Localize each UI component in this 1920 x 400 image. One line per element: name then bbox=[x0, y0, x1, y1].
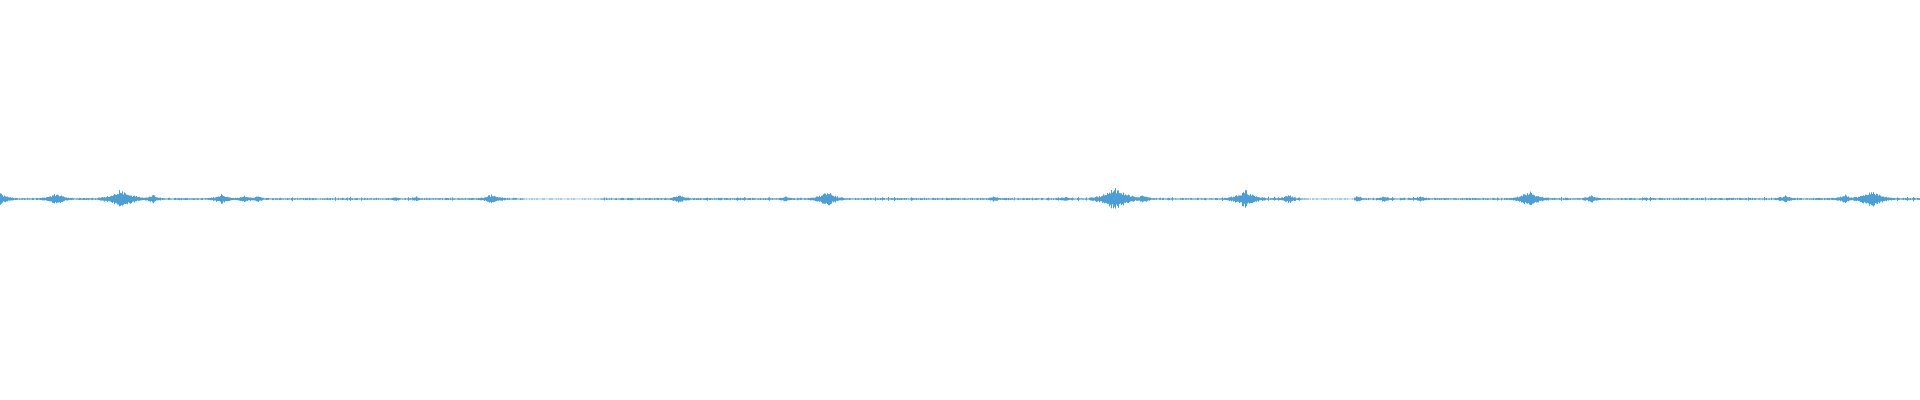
waveform-trace bbox=[0, 188, 1920, 209]
